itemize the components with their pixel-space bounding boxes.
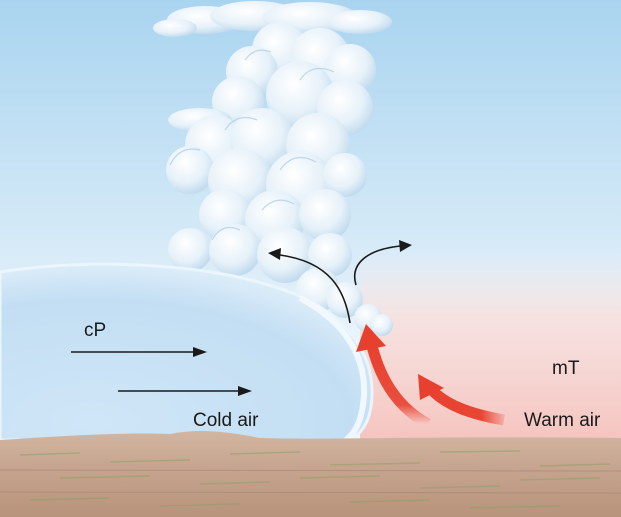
cumulonimbus-cloud [153,1,393,336]
rising-arrow-left-head [268,248,281,260]
warm-arrow-rear-head [418,374,444,400]
cold-air-arrow-lower-head [238,386,252,396]
rising-air-arrows [268,240,412,324]
ground [0,431,621,517]
warm-air-label: Warm air [524,410,601,431]
warm-arrow-front-head [356,324,386,352]
rising-arrow-right [353,245,401,286]
cold-air-label: Cold air [193,410,259,431]
warm-arrow-rear [425,384,505,426]
warm-air-arrows [356,324,505,429]
warm-arrow-front [366,344,431,429]
cold-front-edge [298,295,368,443]
cold-air-mass-label: cP [84,320,107,341]
cold-air-arrows [71,347,252,396]
warm-air-mass-label: mT [552,358,580,379]
rising-arrow-right-head [399,240,412,252]
rising-arrow-left [279,254,351,324]
cold-air-arrow-upper-head [193,347,207,357]
